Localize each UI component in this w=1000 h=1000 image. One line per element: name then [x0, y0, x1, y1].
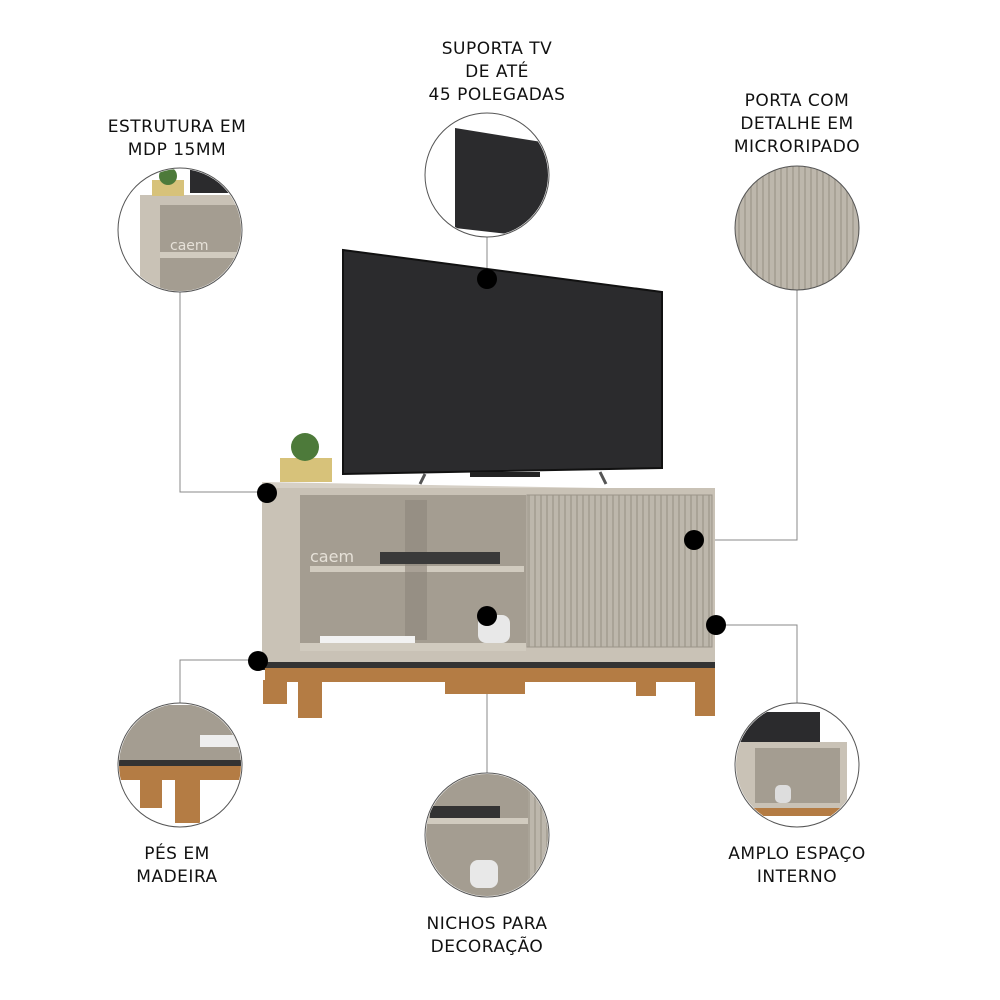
- detail-tv: [424, 112, 550, 238]
- callout-space: AMPLO ESPAÇO INTERNO: [728, 844, 866, 887]
- callout-niches: NICHOS PARA DECORAÇÃO: [426, 914, 548, 957]
- detail-interior: [734, 702, 860, 828]
- callout-tv-support: SUPORTA TV DE ATÉ 45 POLEGADAS: [428, 39, 566, 105]
- detail-ribbed-door: [734, 165, 860, 291]
- wooden-feet: [263, 668, 715, 718]
- tv-cabinet: caem: [262, 433, 715, 718]
- tv: [342, 248, 663, 485]
- detail-structure: caem: [117, 167, 243, 293]
- callout-feet: PÉS EM MADEIRA: [136, 844, 218, 887]
- detail-feet: [117, 702, 243, 828]
- ribbed-door: [526, 494, 713, 648]
- detail-niches: [424, 772, 550, 898]
- svg-text:caem: caem: [170, 238, 209, 254]
- brand-marking: caem: [310, 547, 354, 566]
- callout-door: PORTA COM DETALHE EM MICRORIPADO: [733, 91, 861, 157]
- callout-structure: ESTRUTURA EM MDP 15MM: [107, 117, 247, 160]
- callout-dots: [248, 269, 726, 671]
